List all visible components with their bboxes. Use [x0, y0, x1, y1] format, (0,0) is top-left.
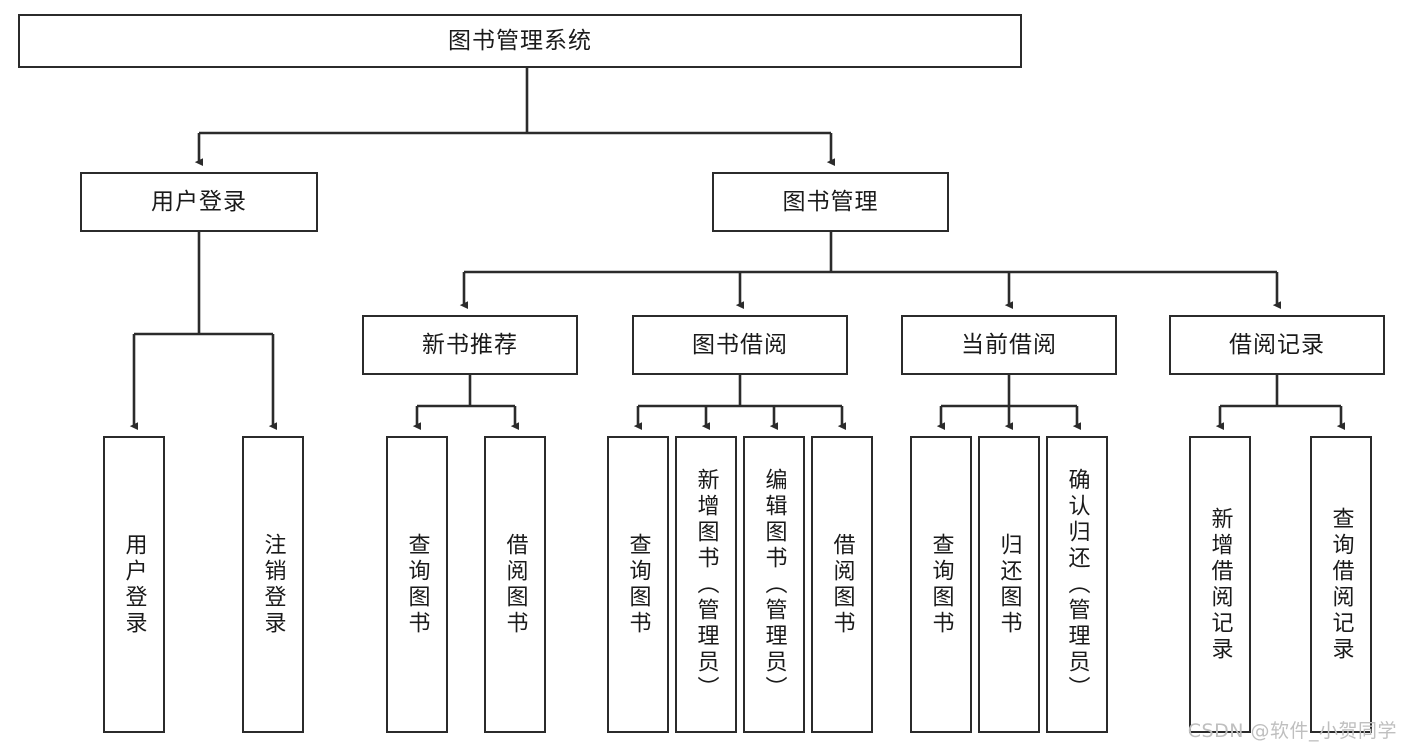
leaf-recommend-borrow-book-label: 借阅图书 [502, 532, 528, 637]
leaf-record-query-record[interactable]: 查询借阅记录 [1310, 436, 1372, 733]
leaf-borrow-borrow-book-label: 借阅图书 [829, 532, 855, 637]
leaf-current-query-book-label: 查询图书 [928, 532, 954, 637]
leaf-borrow-edit-book-admin[interactable]: 编辑图书（管理员） [743, 436, 805, 733]
leaf-user-login-signout[interactable]: 注销登录 [242, 436, 304, 733]
watermark-text: CSDN @软件_小贺同学 [1187, 720, 1397, 742]
leaf-current-query-book[interactable]: 查询图书 [910, 436, 972, 733]
leaf-current-confirm-return-admin-label: 确认归还（管理员） [1064, 467, 1090, 702]
leaf-borrow-edit-book-admin-label: 编辑图书（管理员） [761, 467, 787, 702]
leaf-record-add-record[interactable]: 新增借阅记录 [1189, 436, 1251, 733]
leaf-borrow-add-book-admin[interactable]: 新增图书（管理员） [675, 436, 737, 733]
node-root[interactable]: 图书管理系统 [18, 14, 1022, 68]
leaf-borrow-query-book-label: 查询图书 [625, 532, 651, 637]
leaf-current-confirm-return-admin[interactable]: 确认归还（管理员） [1046, 436, 1108, 733]
leaf-current-return-book[interactable]: 归还图书 [978, 436, 1040, 733]
node-root-label: 图书管理系统 [448, 27, 592, 54]
node-new-book-recommend-label: 新书推荐 [422, 331, 518, 358]
leaf-borrow-query-book[interactable]: 查询图书 [607, 436, 669, 733]
node-user-login-label: 用户登录 [151, 188, 247, 215]
node-borrow-record[interactable]: 借阅记录 [1169, 315, 1385, 375]
leaf-current-return-book-label: 归还图书 [996, 532, 1022, 637]
node-book-management[interactable]: 图书管理 [712, 172, 949, 232]
leaf-borrow-borrow-book[interactable]: 借阅图书 [811, 436, 873, 733]
node-book-borrow[interactable]: 图书借阅 [632, 315, 848, 375]
node-current-borrow-label: 当前借阅 [961, 331, 1057, 358]
node-user-login[interactable]: 用户登录 [80, 172, 318, 232]
node-new-book-recommend[interactable]: 新书推荐 [362, 315, 578, 375]
leaf-borrow-add-book-admin-label: 新增图书（管理员） [693, 467, 719, 702]
node-borrow-record-label: 借阅记录 [1229, 331, 1325, 358]
leaf-record-query-record-label: 查询借阅记录 [1328, 506, 1354, 663]
leaf-recommend-borrow-book[interactable]: 借阅图书 [484, 436, 546, 733]
leaf-user-login-signin[interactable]: 用户登录 [103, 436, 165, 733]
leaf-record-add-record-label: 新增借阅记录 [1207, 506, 1233, 663]
node-book-borrow-label: 图书借阅 [692, 331, 788, 358]
leaf-recommend-query-book-label: 查询图书 [404, 532, 430, 637]
leaf-recommend-query-book[interactable]: 查询图书 [386, 436, 448, 733]
node-current-borrow[interactable]: 当前借阅 [901, 315, 1117, 375]
leaf-user-login-signin-label: 用户登录 [121, 532, 147, 637]
node-book-management-label: 图书管理 [782, 188, 879, 215]
leaf-user-login-signout-label: 注销登录 [260, 532, 286, 637]
